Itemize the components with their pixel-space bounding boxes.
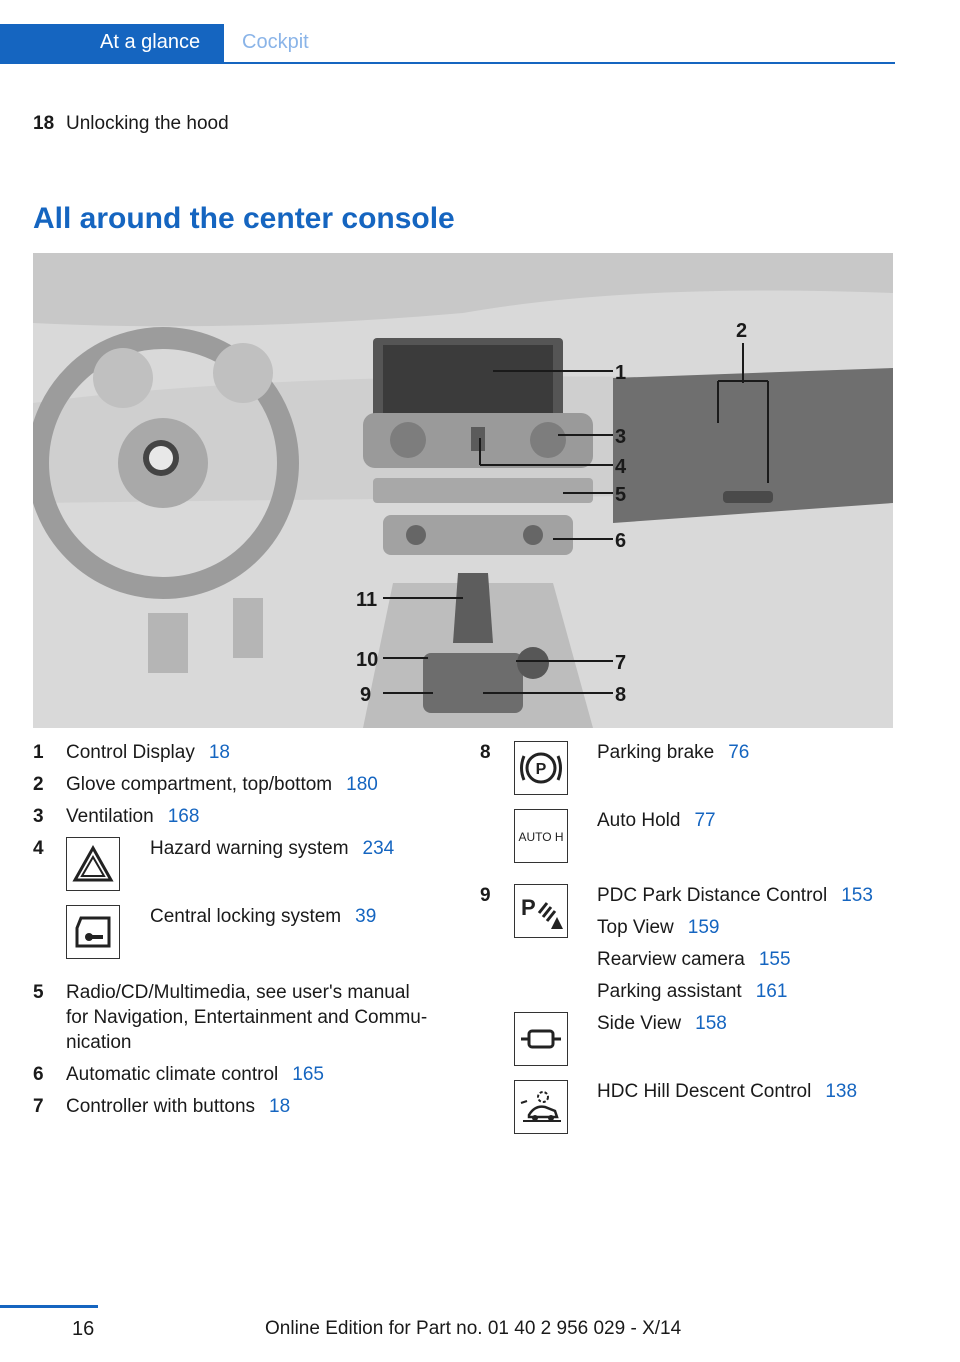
page-reference[interactable]: 76 bbox=[728, 742, 750, 763]
callout-1: 1 bbox=[615, 362, 626, 384]
callout-10: 10 bbox=[356, 649, 378, 671]
tab-at-a-glance-label[interactable]: At a glance bbox=[100, 31, 201, 53]
item-number: 2 bbox=[33, 774, 44, 795]
svg-text:P: P bbox=[536, 761, 547, 778]
item-number: 18 bbox=[33, 113, 55, 134]
page-reference[interactable]: 77 bbox=[694, 810, 716, 831]
side-view-icon bbox=[514, 1012, 568, 1066]
callout-7: 7 bbox=[615, 652, 626, 674]
svg-text:P: P bbox=[521, 895, 536, 920]
hdc-icon bbox=[514, 1080, 568, 1134]
callout-4: 4 bbox=[615, 456, 627, 478]
page-reference[interactable]: 153 bbox=[841, 885, 873, 906]
pdc-icon: P bbox=[514, 884, 568, 938]
item-text-line: for Navigation, Entertainment and Commu- bbox=[66, 1007, 428, 1028]
page-reference[interactable]: 155 bbox=[758, 949, 791, 970]
callout-8: 8 bbox=[615, 684, 626, 706]
tab-at-a-glance[interactable] bbox=[0, 24, 224, 64]
callout-3: 3 bbox=[615, 426, 626, 448]
auto-hold-icon: AUTO H bbox=[514, 809, 568, 863]
item-text-line: Radio/CD/Multimedia, see user's manual bbox=[66, 982, 410, 1003]
item-number: 9 bbox=[480, 885, 491, 906]
item-text: Unlocking the hood bbox=[66, 113, 229, 134]
callout-9: 9 bbox=[360, 684, 371, 706]
page-reference[interactable]: 39 bbox=[355, 906, 377, 927]
item-number: 5 bbox=[33, 982, 44, 1003]
page-reference[interactable]: 161 bbox=[755, 981, 788, 1002]
section-title: All around the center console bbox=[33, 202, 455, 235]
item-number: 8 bbox=[480, 742, 491, 763]
item-text-line: nication bbox=[66, 1032, 132, 1053]
item-number: 7 bbox=[33, 1096, 44, 1117]
page-reference[interactable]: 159 bbox=[687, 917, 720, 938]
page-reference[interactable]: 158 bbox=[695, 1013, 727, 1034]
page-number: 16 bbox=[72, 1318, 95, 1340]
car-door-key-icon bbox=[66, 905, 120, 959]
callout-2: 2 bbox=[736, 320, 747, 342]
page-reference[interactable]: 180 bbox=[346, 774, 378, 795]
header-bar bbox=[0, 24, 895, 64]
callout-5: 5 bbox=[615, 484, 626, 506]
page-reference[interactable]: 234 bbox=[362, 838, 395, 859]
hazard-triangle-icon bbox=[66, 837, 120, 891]
page-reference[interactable]: 138 bbox=[825, 1081, 858, 1102]
page-reference[interactable]: 18 bbox=[269, 1096, 291, 1117]
page-reference[interactable]: 165 bbox=[292, 1064, 324, 1085]
auto-hold-icon-label: AUTO H bbox=[518, 830, 563, 844]
tab-cockpit-label[interactable]: Cockpit bbox=[242, 31, 309, 53]
center-console-illustration: 1 2 3 4 5 6 7 8 9 10 11 bbox=[33, 253, 893, 728]
item-number: 6 bbox=[33, 1064, 44, 1085]
item-number: 4 bbox=[33, 838, 44, 859]
parking-brake-icon: P bbox=[514, 741, 568, 795]
callout-6: 6 bbox=[615, 530, 626, 552]
footer-edition: Online Edition for Part no. 01 40 2 956 … bbox=[265, 1318, 682, 1339]
item-number: 1 bbox=[33, 742, 44, 763]
callout-11: 11 bbox=[356, 589, 377, 611]
page-reference[interactable]: 18 bbox=[208, 742, 230, 763]
page-reference[interactable]: 168 bbox=[167, 806, 200, 827]
footer-divider bbox=[0, 1305, 98, 1308]
item-number: 3 bbox=[33, 806, 44, 827]
